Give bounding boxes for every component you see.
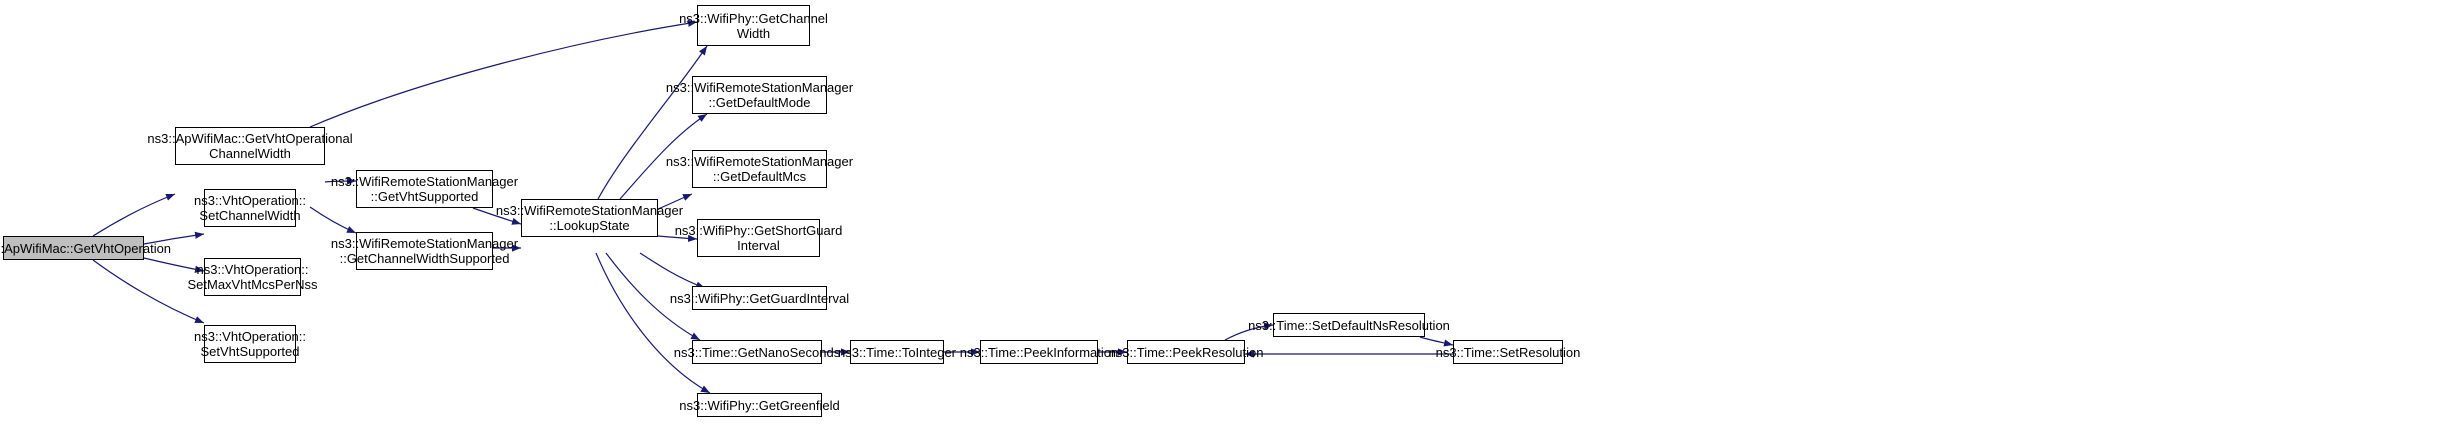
function-node[interactable]: ns3::WifiPhy::GetGuardInterval [670, 286, 849, 310]
function-node-label: SetChannelWidth [199, 208, 301, 223]
function-node-label: ns3::WifiPhy::GetChannel [679, 10, 828, 26]
call-edge-root-to-setMaxVhtMcs [143, 257, 205, 273]
call-edge-root-to-setChannelWidth [143, 231, 205, 245]
function-node-label: ns3::WifiRemoteStationManager [495, 203, 684, 218]
function-node-label: ns3::VhtOperation:: [196, 262, 309, 277]
function-node[interactable]: ns3::WifiRemoteStationManager::GetChanne… [331, 232, 518, 270]
function-node[interactable]: ns3::Time::ToInteger [838, 340, 956, 364]
function-node-label: ns3::WifiRemoteStationManager [330, 236, 519, 251]
function-node-label: ChannelWidth [209, 146, 291, 161]
call-edge-lookupState-to-rsmGetDefaultMcs [657, 193, 693, 210]
function-node[interactable]: ns3::Time::SetResolution [1436, 340, 1580, 364]
call-edge-apGetVhtOpCw-to-rsmGetVhtSupported [324, 177, 357, 185]
function-node-label: ns3::WifiPhy::GetGuardInterval [669, 290, 850, 306]
function-node[interactable]: ns3::Time::PeekInformation [960, 340, 1118, 364]
function-node[interactable]: ns3::Time::SetDefaultNsResolution [1248, 313, 1450, 337]
function-node[interactable]: ns3::VhtOperation::SetVhtSupported [194, 325, 306, 363]
function-node-label: ::LookupState [549, 218, 630, 233]
call-edge-lookupState-to-timeGetNano [605, 252, 701, 341]
function-node-label: ns3::Time::SetResolution [1435, 344, 1581, 360]
function-node-label: SetVhtSupported [200, 344, 300, 359]
function-node-label: ns3::ApWifiMac::GetVhtOperation [0, 240, 172, 256]
function-node-label: ::GetVhtSupported [370, 189, 479, 204]
call-edge-root-to-apGetVhtOpCw [92, 193, 176, 237]
function-node-label: ::GetDefaultMcs [712, 169, 807, 184]
function-node-label: ns3::Time::GetNanoSeconds [673, 344, 841, 360]
call-edge-apGetVhtOpCw-to-phyGetChannelWidth [309, 19, 698, 128]
function-node-label: ns3::WifiRemoteStationManager [665, 80, 854, 95]
function-node-label: ns3::WifiPhy::GetShortGuard [674, 223, 843, 238]
call-edge-apGetVhtOpCw-to-rsmGetCwSupported [309, 206, 357, 234]
call-edge-timePeekRes-to-timeSetDefaultNs [1224, 322, 1274, 341]
function-node-label: ns3::VhtOperation:: [194, 329, 307, 344]
function-node-label: ns3::WifiRemoteStationManager [330, 174, 519, 189]
function-node[interactable]: ns3::Time::GetNanoSeconds [674, 340, 840, 364]
call-edge-timeSetDefaultNs-to-timeSetRes [1419, 336, 1454, 347]
function-node-label: ns3::ApWifiMac::GetVhtOperational [147, 131, 353, 146]
call-edge-lookupState-to-rsmGetDefaultMode [619, 113, 708, 200]
function-node-label: ns3::WifiPhy::GetGreenfield [679, 397, 840, 413]
call-edge-lookupState-to-phyGetChannelWidth [597, 45, 708, 200]
function-node-label: ns3::Time::PeekInformation [959, 344, 1119, 360]
function-node-label: SetMaxVhtMcsPerNss [187, 277, 318, 292]
function-node[interactable]: ns3::WifiRemoteStationManager::GetDefaul… [666, 150, 853, 188]
call-edge-rsmGetVhtSupported-to-lookupState [472, 207, 522, 225]
function-node[interactable]: ns3::WifiPhy::GetGreenfield [679, 393, 840, 417]
function-node-label: ns3::VhtOperation:: [194, 193, 307, 208]
call-edge-lookupState-to-phyGetGuardInterval [639, 252, 706, 289]
function-node-label: ns3::Time::ToInteger [838, 344, 957, 360]
function-node[interactable]: ns3::VhtOperation::SetMaxVhtMcsPerNss [187, 258, 318, 296]
function-node[interactable]: ns3::WifiRemoteStationManager::LookupSta… [496, 199, 683, 237]
function-node[interactable]: ns3::VhtOperation::SetChannelWidth [194, 189, 306, 227]
function-node[interactable]: ns3::WifiRemoteStationManager::GetDefaul… [666, 76, 853, 114]
function-node-label: ns3::WifiRemoteStationManager [665, 154, 854, 169]
call-edge-root-to-setVhtSupported [92, 259, 205, 324]
function-node-label: Width [736, 25, 771, 41]
function-node-label: Interval [737, 238, 780, 253]
root-function-node: ns3::ApWifiMac::GetVhtOperation [0, 236, 171, 260]
call-edge-lookupState-to-phyGetGreenfield [595, 252, 711, 394]
call-edge-lookupState-to-phyGetShortGuard [657, 234, 698, 242]
function-node-label: ::GetChannelWidthSupported [339, 251, 510, 266]
function-node-label: ::GetDefaultMode [708, 95, 811, 110]
function-node[interactable]: ns3::Time::PeekResolution [1109, 340, 1263, 364]
function-node-label: ns3::Time::SetDefaultNsResolution [1248, 317, 1450, 333]
function-node[interactable]: ns3::WifiRemoteStationManager::GetVhtSup… [331, 170, 518, 208]
function-node-label: ns3::Time::PeekResolution [1108, 344, 1264, 360]
